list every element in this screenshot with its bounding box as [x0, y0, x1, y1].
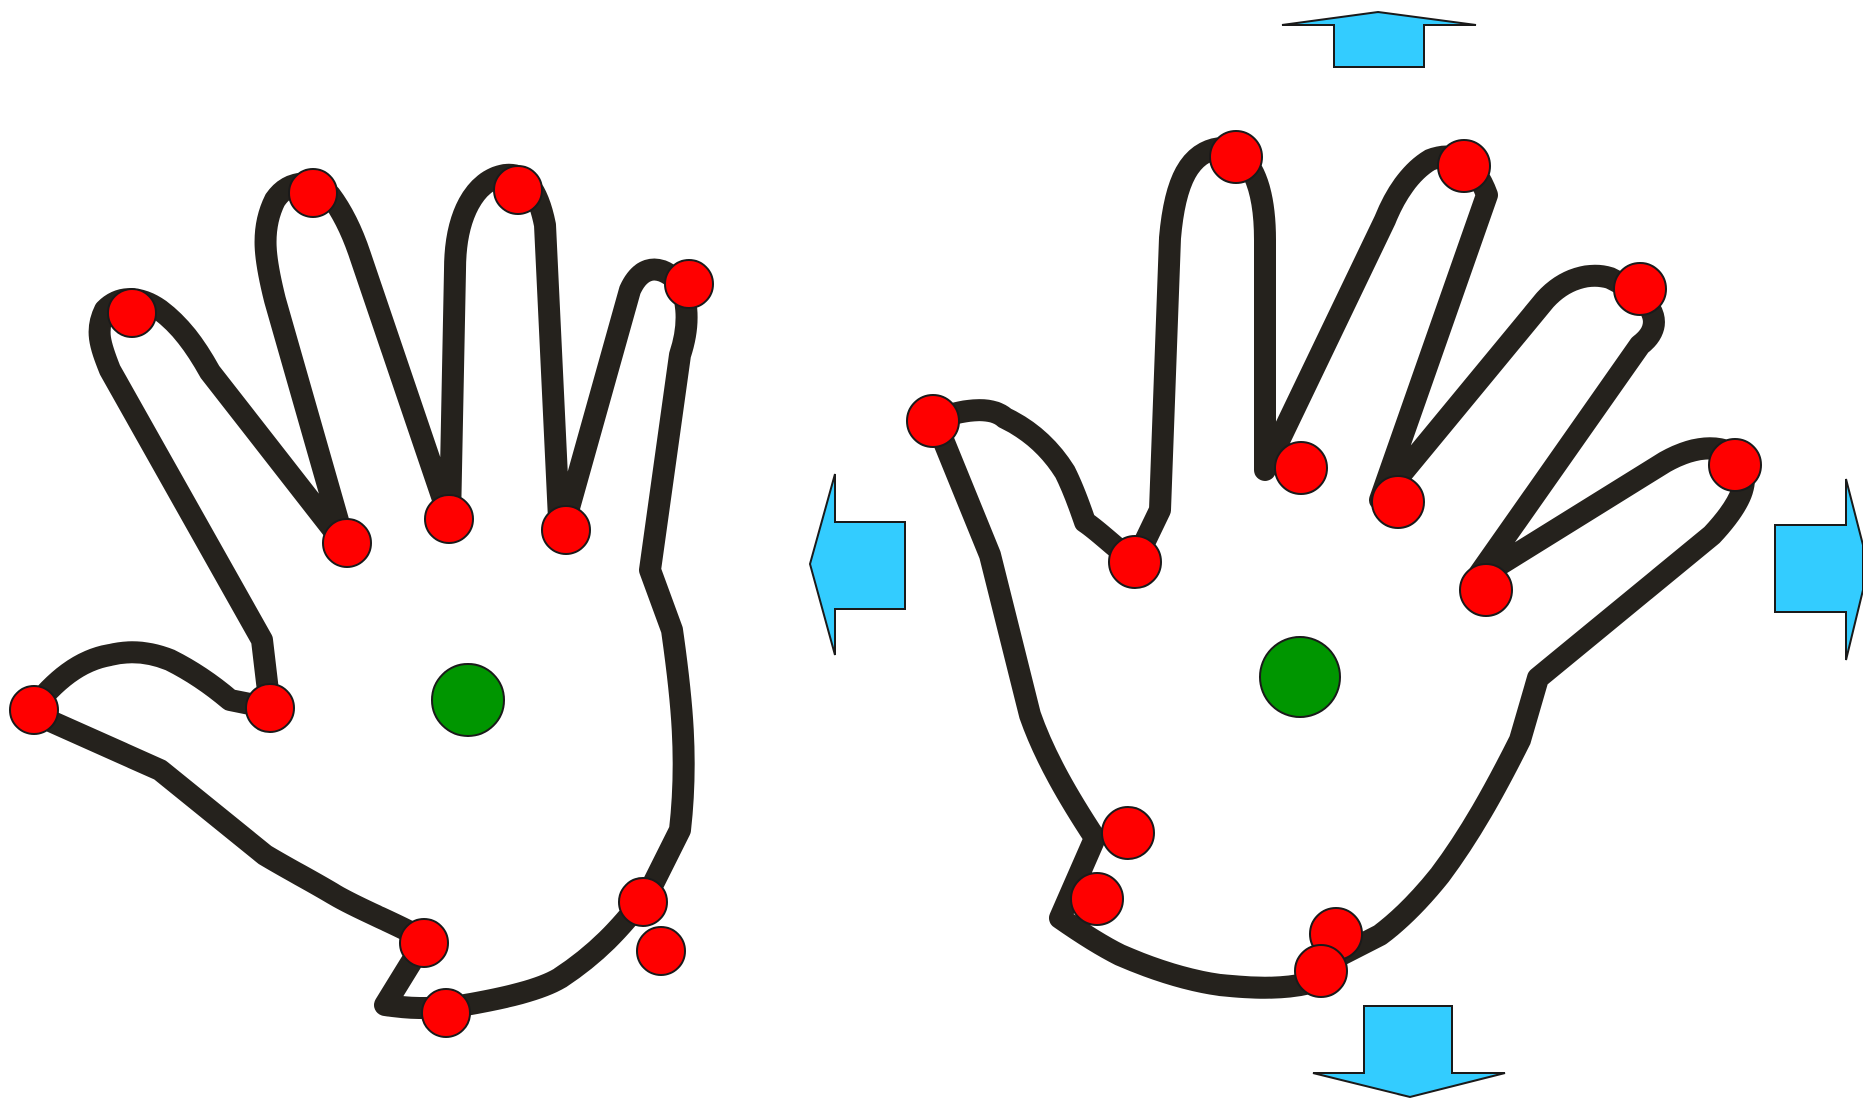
left-keypoint-index-tip — [665, 260, 713, 308]
left-keypoint-middle-tip — [494, 166, 542, 214]
right-keypoint-wrist-left-1 — [1102, 807, 1154, 859]
left-center-dot — [432, 664, 504, 736]
left-keypoint-pinky-tip — [108, 289, 156, 337]
arrow-left-icon — [810, 474, 905, 655]
right-keypoint-thumb-tip — [907, 395, 959, 447]
right-keypoint-middle-base — [1372, 476, 1424, 528]
left-keypoint-wrist-left-2 — [422, 989, 470, 1037]
left-hand — [10, 166, 713, 1037]
right-keypoint-middle-tip — [1438, 140, 1490, 192]
left-keypoint-wrist-right-1 — [619, 878, 667, 926]
left-keypoint-ring-base — [425, 495, 473, 543]
left-keypoint-thumb-base — [246, 684, 294, 732]
left-keypoint-wrist-left-1 — [400, 919, 448, 967]
right-keypoint-wrist-right-2 — [1295, 945, 1347, 997]
right-keypoint-pinky-tip — [1709, 439, 1761, 491]
right-keypoint-index-tip — [1210, 131, 1262, 183]
arrow-right-icon — [1775, 479, 1863, 660]
right-keypoint-thumb-base — [1109, 536, 1161, 588]
right-keypoints — [907, 131, 1761, 997]
right-keypoint-ring-base — [1460, 564, 1512, 616]
right-hand — [907, 131, 1761, 997]
left-keypoint-pinky-base — [323, 519, 371, 567]
arrow-up-icon — [1282, 12, 1476, 67]
right-keypoint-wrist-left-2 — [1071, 873, 1123, 925]
right-center-dot — [1260, 637, 1340, 717]
left-keypoint-middle-base — [542, 506, 590, 554]
right-keypoint-index-base — [1275, 442, 1327, 494]
arrow-down-icon — [1313, 1006, 1505, 1097]
left-keypoint-ring-tip — [289, 169, 337, 217]
left-keypoint-wrist-right-2 — [637, 927, 685, 975]
right-keypoint-ring-tip — [1614, 263, 1666, 315]
left-keypoint-thumb-tip — [10, 686, 58, 734]
